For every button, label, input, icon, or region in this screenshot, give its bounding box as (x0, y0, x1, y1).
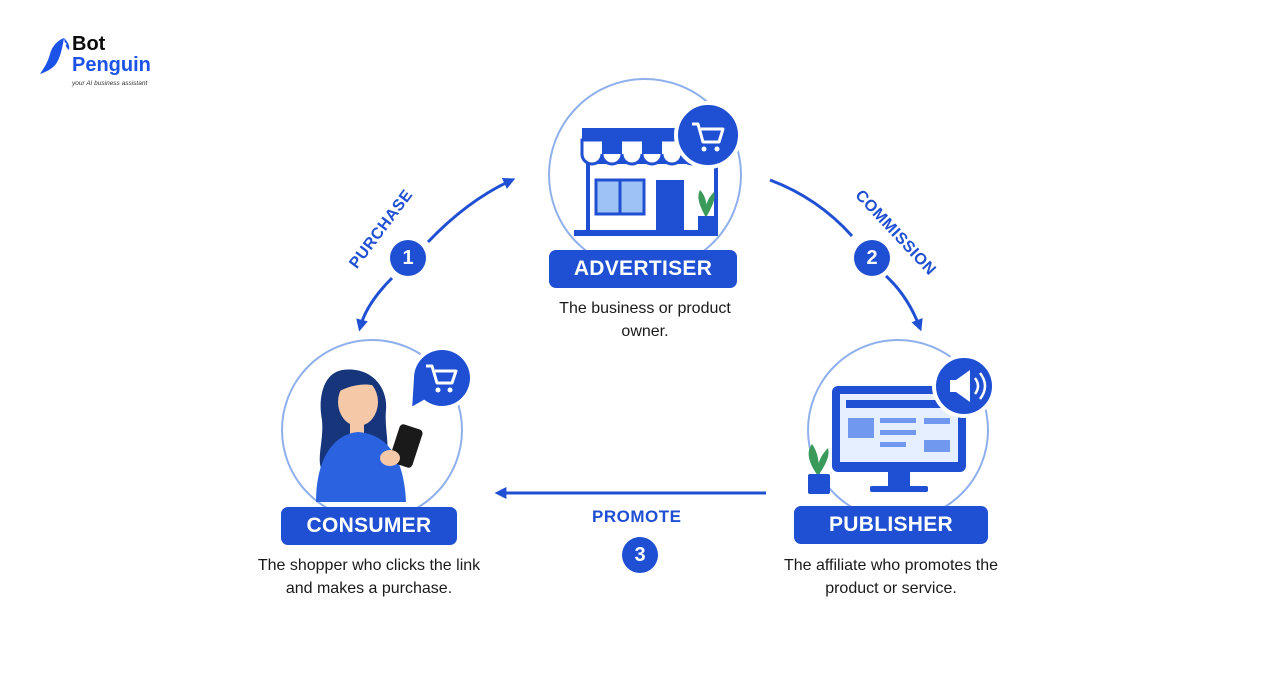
logo-name-bot: Bot (72, 33, 106, 55)
monitor-icon (832, 386, 966, 492)
step-badge-purchase: 1 (390, 240, 426, 276)
consumer-description-line1: The shopper who clicks the link (257, 557, 481, 574)
consumer-label: CONSUMER (281, 507, 457, 545)
shopper-person-icon (316, 369, 423, 502)
penguin-logo-icon (40, 38, 70, 74)
shopping-cart-icon (674, 101, 742, 169)
plant-icon (808, 444, 830, 494)
publisher-description-line2: product or service. (825, 580, 957, 597)
plant-icon (698, 190, 715, 230)
publisher-label: PUBLISHER (794, 506, 988, 544)
advertiser-description-line1: The business or product (559, 300, 731, 317)
purchase-arrow-up (426, 178, 516, 244)
publisher-description: The affiliate who promotes the product o… (756, 554, 1026, 600)
promote-label: PROMOTE (592, 507, 682, 526)
advertiser-description-line2: owner. (621, 323, 669, 340)
megaphone-icon (932, 354, 996, 418)
step-badge-commission: 2 (854, 240, 890, 276)
commission-arrow-top (769, 178, 854, 238)
advertiser-description: The business or product owner. (520, 297, 770, 343)
botpenguin-logo: Bot Penguin your AI business assistant (38, 34, 168, 94)
shopping-cart-icon (407, 346, 474, 414)
logo-tagline: your AI business assistant (72, 80, 148, 87)
consumer-description: The shopper who clicks the link and make… (228, 554, 510, 600)
purchase-arrow-down (356, 276, 394, 332)
commission-arrow-bottom (884, 274, 923, 332)
advertiser-label: ADVERTISER (549, 250, 737, 288)
step-badge-promote: 3 (622, 537, 658, 573)
publisher-description-line1: The affiliate who promotes the (783, 557, 999, 574)
logo-name-penguin: Penguin (72, 54, 151, 76)
consumer-description-line2: and makes a purchase. (285, 580, 453, 597)
